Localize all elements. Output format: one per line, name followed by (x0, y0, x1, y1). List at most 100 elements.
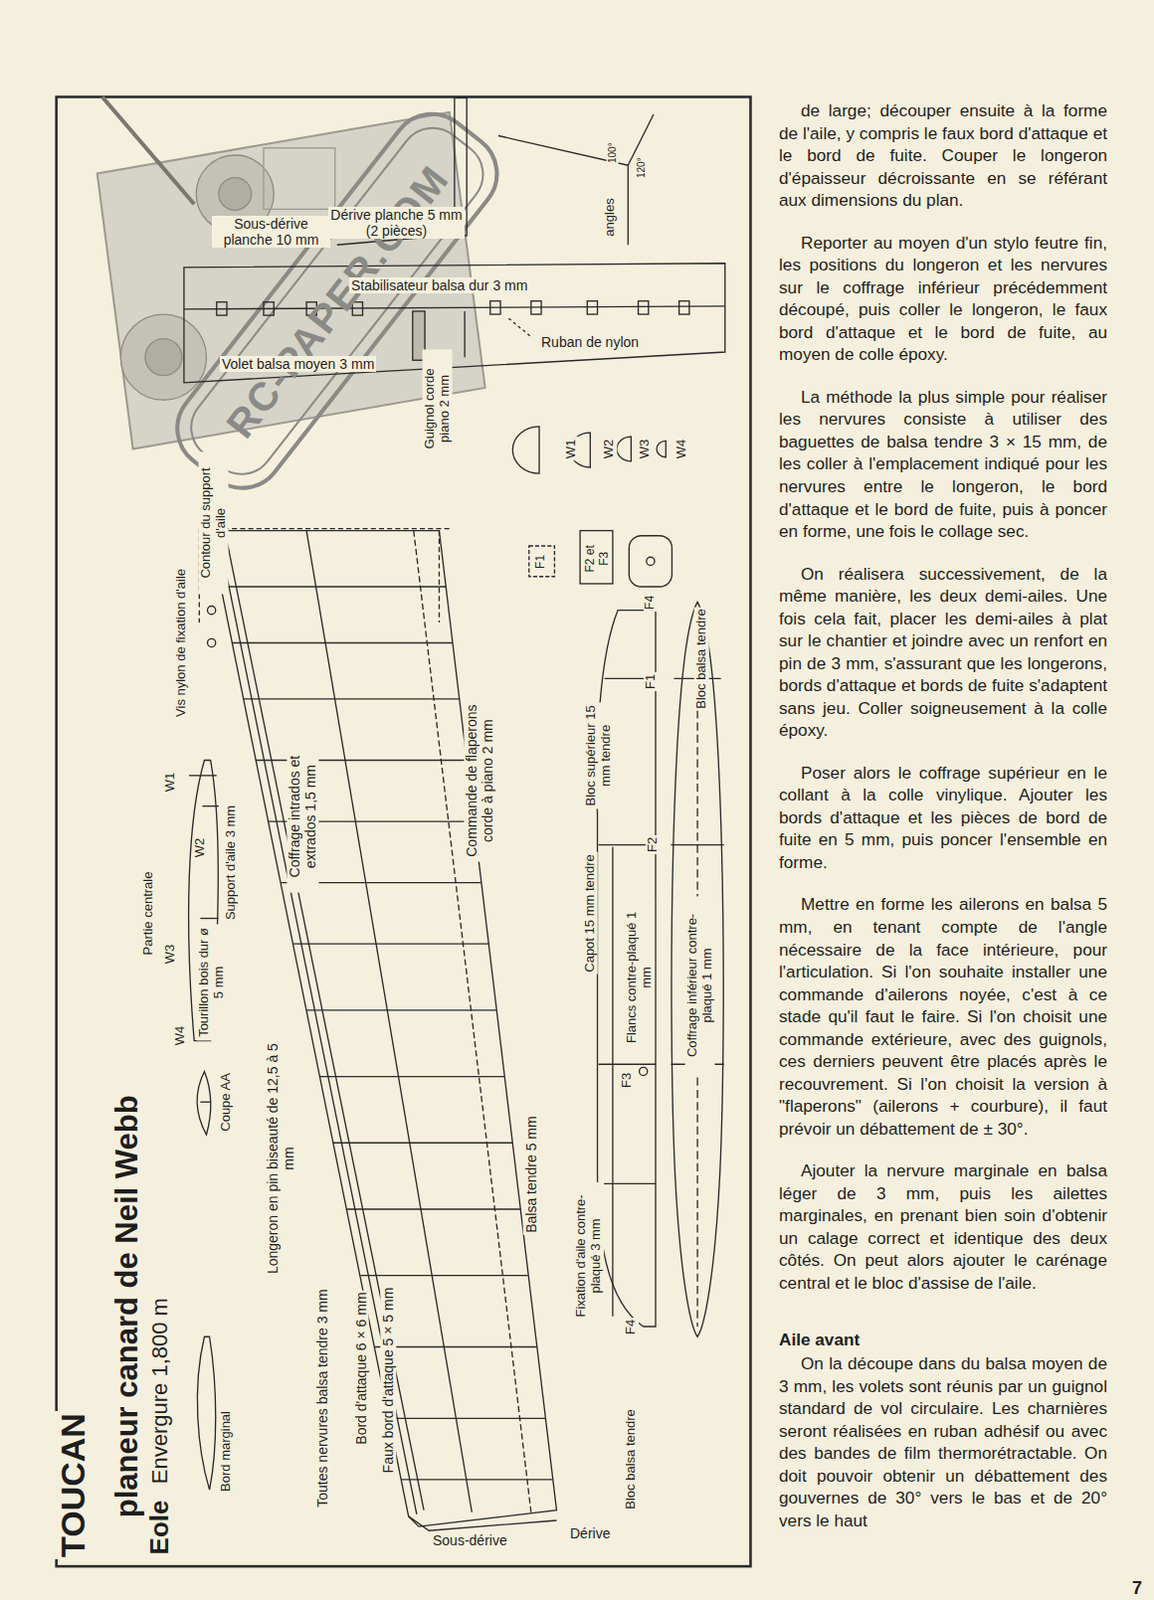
stabilizer-planform-part (586, 301, 597, 315)
part-label: Stabilisateur balsa dur 3 mm (349, 277, 530, 294)
callout-number: W4 (674, 437, 690, 462)
callout-number: F4 (623, 1318, 639, 1338)
callout-number: F4 (643, 593, 658, 612)
part-label: angles (602, 195, 618, 238)
wing-planform-part (220, 585, 447, 587)
airfoil-section-part (196, 1071, 211, 1136)
section-heading: Aile avant (778, 1329, 1108, 1352)
body-paragraph: de large; découper ensuite à la forme de… (778, 99, 1108, 212)
tail-angles-sketch-part (498, 135, 628, 166)
wing-planform-part (293, 944, 490, 946)
text-column: de large; découper ensuite à la forme de… (778, 99, 1108, 1552)
dimension-label: 120° (635, 155, 648, 181)
subtitle-text: Envergure 1,800 m (147, 1296, 173, 1487)
wing-planform-part (360, 1275, 528, 1277)
transmitter-photo-part (263, 148, 336, 210)
body-paragraph: Ajouter la nervure marginale en balsa lé… (778, 1159, 1108, 1295)
part-label: Fixation d'aile contre-plaqué 3 mm (574, 1182, 604, 1331)
fuselage-top-view-part (670, 844, 724, 846)
callout-number: F1 (643, 672, 659, 692)
transmitter-photo-part (102, 96, 194, 204)
body-paragraph: On la découpe dans du balsa moyen de 3 m… (778, 1352, 1108, 1533)
transmitter-photo-part (145, 339, 183, 377)
part-label: Bord d'attaque 6 × 6 mm (353, 1290, 370, 1447)
wing-tip-rib (196, 1337, 215, 1491)
part-label: Bloc supérieur 15 mm tendre (583, 702, 614, 809)
part-label: Coupe AA (218, 1071, 234, 1135)
wing-planform-part (209, 531, 558, 1529)
wing-planform-part (346, 1208, 521, 1210)
wing-planform-part (207, 606, 216, 615)
centre-section-part (199, 918, 218, 920)
wing-planform-part (401, 1479, 554, 1481)
tail-angles-sketch (498, 114, 654, 245)
callout-number: W3 (637, 437, 653, 462)
stabilizer-planform-part (638, 301, 649, 315)
part-label: Ruban de nylon (539, 334, 641, 351)
fuselage-side-view-part (598, 1064, 656, 1066)
wing-planform-part (306, 1009, 497, 1011)
part-label: Contour du support d'aile (198, 451, 229, 594)
callout-number: W4 (173, 1024, 189, 1049)
body-paragraph: Reporter au moyen d'un stylo feutre fin,… (778, 231, 1108, 367)
part-label: Balsa tendre 5 mm (523, 1114, 540, 1236)
subtitle-text: Eole (145, 1498, 176, 1557)
callout-number: W3 (163, 943, 179, 967)
part-label: Support d'aile 3 mm (223, 803, 239, 923)
stabilizer-planform-part (263, 302, 274, 316)
wing-planform-part (413, 531, 532, 1514)
watermark-stamp-part (161, 97, 514, 505)
callout-number: F1 (534, 553, 549, 572)
fuselage-side-view-part (639, 1067, 648, 1076)
stabilizer-planform-part (184, 263, 726, 384)
transmitter-photo-part (218, 178, 252, 211)
airfoil-section (196, 1071, 211, 1136)
title-text: TOUCAN (53, 1411, 93, 1560)
wing-tip-rib-part (196, 1337, 215, 1491)
part-label: Bloc balsa tendre (623, 1407, 639, 1512)
wing-planform-part (375, 1346, 538, 1348)
wing-planform-part (224, 531, 424, 1512)
stabilizer-planform-part (490, 301, 501, 315)
plan-frame-part (56, 96, 752, 1567)
wing-planform-part (306, 531, 472, 1514)
wing-planform-part (207, 638, 216, 647)
callout-number: W2 (601, 437, 617, 462)
former-sections-part (529, 546, 556, 577)
airfoil-section-part (199, 1102, 210, 1104)
callout-number: F2 (645, 835, 661, 855)
wing-planform-part (408, 1517, 558, 1532)
wing-planform-part (231, 642, 453, 644)
dimension-label: 100° (606, 140, 619, 166)
former-sections-part (646, 557, 655, 566)
part-label: Longeron en pin biseauté de 12,5 à 5 mm (264, 1039, 297, 1279)
plan-frame (56, 96, 752, 1567)
part-label: Commande de flaperons corde à piano 2 mm (463, 700, 496, 863)
part-label: Tourillon bois dur ø 5 mm (196, 924, 227, 1041)
transmitter-photo-part (120, 314, 206, 400)
tail-angles-sketch-part (627, 165, 629, 245)
stabilizer-planform (184, 263, 726, 384)
wing-planform-part (438, 531, 440, 623)
body-paragraph: La méthode la plus simple pour réaliser … (778, 385, 1108, 544)
part-label: Sous-dérive planche 10 mm (211, 215, 331, 248)
wing-planform-part (319, 1076, 505, 1078)
part-label: Faux bord d'attaque 5 × 5 mm (380, 1286, 396, 1477)
fuselage-side-view-part (598, 1183, 656, 1185)
stabilizer-planform-part (679, 301, 690, 315)
body-paragraph: On réalisera successivement, de la même … (778, 563, 1108, 743)
former-sections (529, 531, 673, 587)
callout-number: F3 (619, 1071, 635, 1091)
wing-planform-part (198, 528, 449, 530)
page-number: 7 (1130, 1578, 1145, 1600)
watermark-stamp (161, 97, 514, 505)
stabilizer-planform-part (463, 311, 465, 358)
part-label: Volet balsa moyen 3 mm (219, 356, 377, 373)
centre-section-part (201, 805, 218, 807)
callout-number: W2 (192, 836, 208, 861)
body-paragraph: Mettre en forme les ailerons en balsa 5 … (778, 893, 1108, 1141)
rib-profiles-part (512, 426, 540, 474)
rib-profiles-part (656, 440, 666, 457)
part-label: Flancs contre-plaqué 1 mm (624, 899, 655, 1057)
